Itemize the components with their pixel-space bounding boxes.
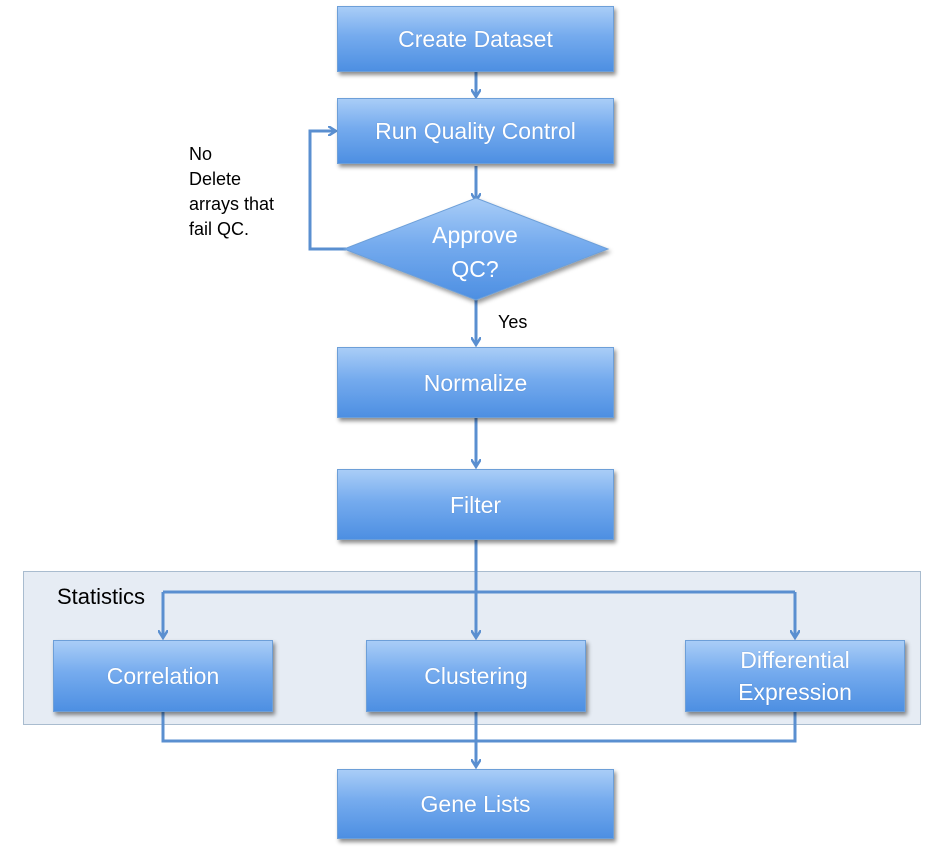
clustering-label: Clustering (424, 663, 528, 689)
clustering-node: Clustering (366, 640, 586, 712)
create-dataset-node: Create Dataset (337, 6, 614, 72)
differential-expression-label-line1: Differential (740, 647, 850, 673)
edge-approve-no-loop (308, 131, 346, 251)
create-dataset-label: Create Dataset (398, 26, 553, 52)
statistics-group-label: Statistics (57, 584, 146, 609)
differential-expression-label-line2: Expression (738, 679, 852, 705)
correlation-node: Correlation (53, 640, 273, 712)
differential-expression-node: Differential Expression (685, 640, 905, 712)
approve-qc-label-line2: QC? (451, 256, 499, 282)
yes-branch-label: Yes (498, 312, 528, 332)
no-branch-note-line4: fail QC. (189, 219, 250, 239)
no-branch-note-line3: arrays that (189, 194, 275, 214)
correlation-label: Correlation (106, 663, 220, 689)
no-branch-note-line2: Delete (189, 169, 242, 189)
normalize-node: Normalize (337, 347, 614, 418)
edge-merge-bar (161, 712, 797, 743)
gene-lists-label: Gene Lists (420, 791, 531, 817)
no-branch-note-line1: No (189, 144, 213, 164)
no-branch-note: No Delete arrays that fail QC. (189, 142, 274, 242)
normalize-label: Normalize (423, 369, 528, 396)
filter-label: Filter (449, 491, 502, 518)
filter-node: Filter (337, 469, 614, 540)
run-quality-control-label: Run Quality Control (375, 118, 576, 144)
run-quality-control-node: Run Quality Control (337, 98, 614, 164)
approve-qc-diamond (342, 197, 610, 301)
gene-lists-node: Gene Lists (337, 769, 614, 839)
approve-qc-label-line1: Approve (432, 222, 518, 248)
